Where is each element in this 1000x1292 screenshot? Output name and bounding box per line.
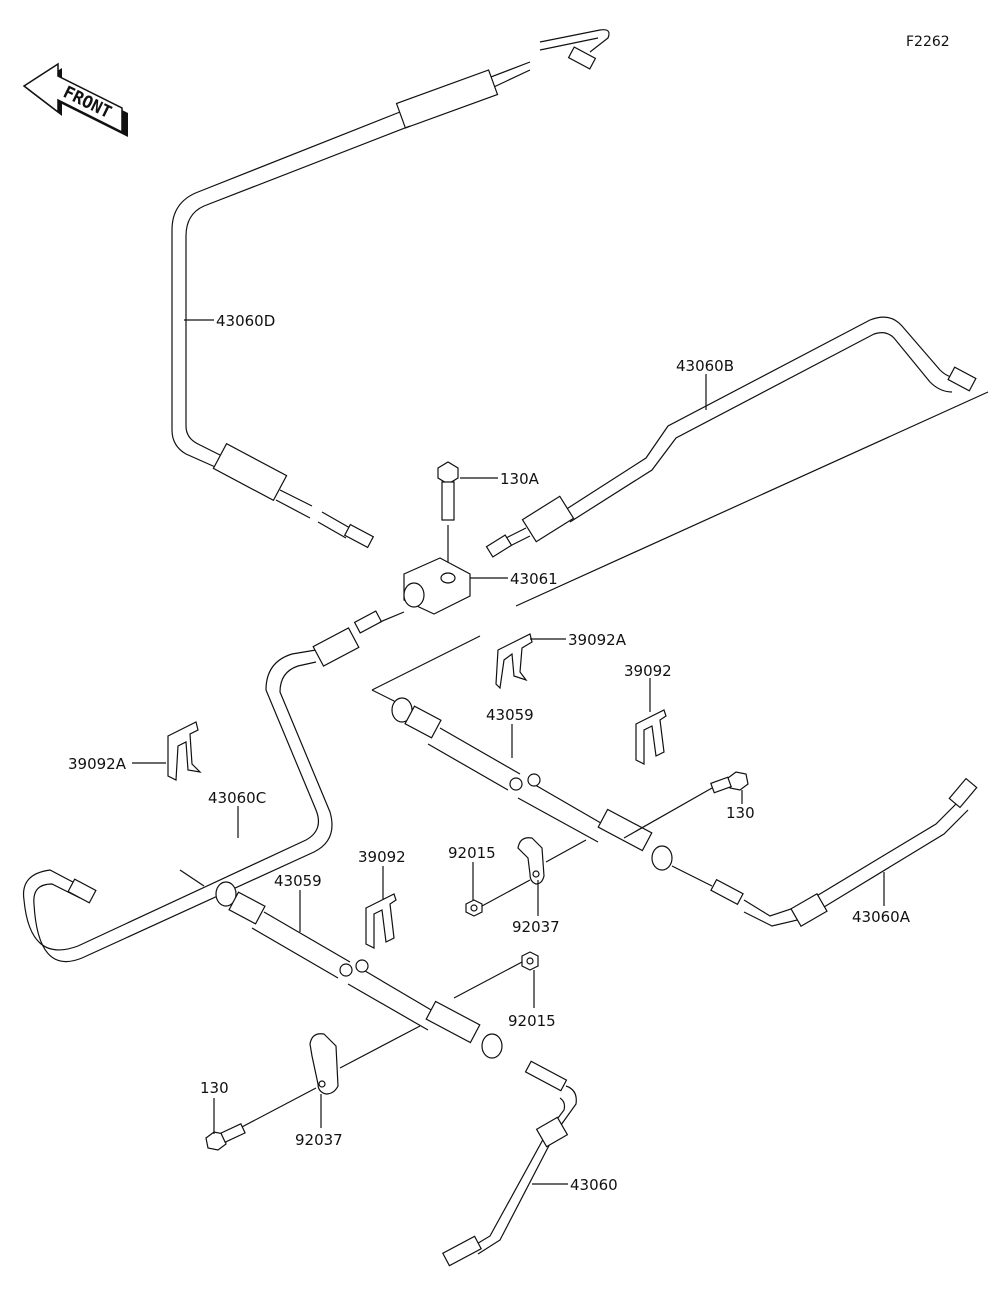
callout-92015-lower: 92015 bbox=[508, 970, 556, 1030]
callout-43060: 43060 bbox=[532, 1176, 618, 1194]
callout-39092A-left: 39092A bbox=[68, 755, 166, 773]
svg-text:39092: 39092 bbox=[358, 848, 406, 866]
svg-text:43059: 43059 bbox=[274, 872, 322, 890]
svg-text:130: 130 bbox=[200, 1079, 229, 1097]
brake-hose-43059-lower[interactable] bbox=[179, 869, 503, 1059]
svg-text:39092A: 39092A bbox=[568, 631, 627, 649]
brake-hose-43059-upper[interactable] bbox=[391, 697, 713, 887]
svg-text:92037: 92037 bbox=[295, 1131, 343, 1149]
clip-39092A-left[interactable] bbox=[167, 721, 202, 781]
svg-text:92015: 92015 bbox=[508, 1012, 556, 1030]
bolt-130A[interactable] bbox=[437, 461, 459, 580]
callout-92037-upper: 92037 bbox=[512, 880, 560, 936]
callout-92015-upper: 92015 bbox=[448, 844, 496, 900]
nut-92015-lower[interactable] bbox=[453, 951, 539, 999]
callout-39092-upper: 39092 bbox=[624, 662, 672, 712]
brake-pipe-43060C[interactable] bbox=[22, 610, 405, 963]
svg-text:130A: 130A bbox=[500, 470, 540, 488]
nut-92015-upper[interactable] bbox=[465, 899, 483, 917]
figure-code: F2262 bbox=[906, 34, 950, 50]
callout-43059-lower: 43059 bbox=[274, 872, 322, 932]
bolt-130-left[interactable] bbox=[205, 1123, 246, 1151]
svg-text:43060C: 43060C bbox=[208, 789, 266, 807]
callout-130A: 130A bbox=[460, 470, 540, 488]
joint-43061[interactable] bbox=[403, 557, 471, 615]
callout-43060C: 43060C bbox=[208, 789, 266, 838]
clip-39092A-upper[interactable] bbox=[495, 633, 533, 690]
callout-43059-upper: 43059 bbox=[486, 706, 534, 758]
callout-43061: 43061 bbox=[470, 570, 558, 588]
svg-text:43060B: 43060B bbox=[676, 357, 734, 375]
svg-text:43059: 43059 bbox=[486, 706, 534, 724]
brake-pipe-43060[interactable] bbox=[442, 1060, 577, 1267]
callout-39092-lower: 39092 bbox=[358, 848, 406, 900]
callout-43060D: 43060D bbox=[184, 312, 275, 330]
svg-text:39092A: 39092A bbox=[68, 755, 127, 773]
brake-pipe-43060A[interactable] bbox=[710, 777, 978, 927]
svg-text:130: 130 bbox=[726, 804, 755, 822]
svg-text:43060D: 43060D bbox=[216, 312, 275, 330]
clamp-92037-upper[interactable] bbox=[481, 837, 587, 907]
callout-39092A-upper: 39092A bbox=[530, 631, 627, 649]
brake-pipe-43060D[interactable] bbox=[171, 29, 610, 549]
clamp-92037-lower[interactable] bbox=[239, 1025, 421, 1129]
svg-text:43061: 43061 bbox=[510, 570, 558, 588]
svg-text:43060A: 43060A bbox=[852, 908, 911, 926]
callout-130-left: 130 bbox=[200, 1079, 229, 1134]
svg-text:39092: 39092 bbox=[624, 662, 672, 680]
bolt-130-right[interactable] bbox=[623, 771, 749, 839]
clip-39092-lower[interactable] bbox=[365, 893, 397, 949]
svg-text:92037: 92037 bbox=[512, 918, 560, 936]
callout-43060B: 43060B bbox=[676, 357, 734, 410]
callout-43060A: 43060A bbox=[852, 872, 911, 926]
front-arrow-icon: FRONT bbox=[22, 62, 128, 137]
front-arrow-label: FRONT bbox=[60, 83, 115, 123]
callout-92037-lower: 92037 bbox=[295, 1094, 343, 1149]
callout-130-right: 130 bbox=[726, 790, 755, 822]
svg-text:43060: 43060 bbox=[570, 1176, 618, 1194]
clip-39092-upper[interactable] bbox=[635, 709, 667, 765]
svg-text:92015: 92015 bbox=[448, 844, 496, 862]
brake-pipe-43060B[interactable] bbox=[485, 316, 977, 558]
